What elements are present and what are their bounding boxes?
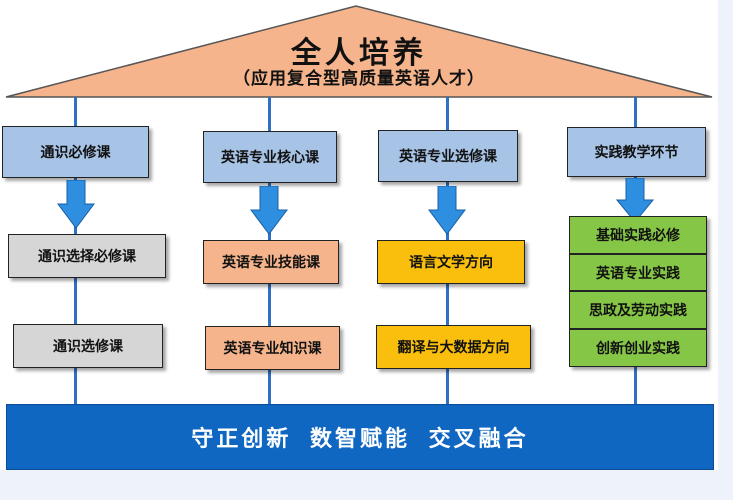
course-box: 英语专业技能课 — [203, 240, 339, 284]
roof-subtitle: （应用复合型高质量英语人才） — [233, 69, 485, 89]
course-box: 英语专业知识课 — [205, 326, 340, 370]
down-arrow-icon — [250, 186, 288, 235]
practice-box: 基础实践必修 — [569, 216, 707, 254]
column-header-english-elective: 英语专业选修课 — [378, 130, 518, 182]
column-header-general-required: 通识必修课 — [2, 126, 149, 178]
down-arrow-icon — [616, 178, 654, 223]
roof-triangle — [5, 5, 713, 98]
practice-box: 思政及劳动实践 — [569, 291, 707, 329]
practice-box: 英语专业实践 — [569, 254, 707, 291]
column-header-practice: 实践教学环节 — [567, 127, 706, 177]
course-box: 通识选择必修课 — [8, 234, 166, 278]
course-box: 翻译与大数据方向 — [376, 325, 531, 369]
practice-box: 创新创业实践 — [569, 329, 707, 367]
course-box: 语言文学方向 — [377, 240, 525, 284]
roof-title: 全人培养 — [291, 36, 427, 71]
column-header-english-core: 英语专业核心课 — [203, 131, 337, 183]
foundation-bar: 守正创新 数智赋能 交叉融合 — [6, 404, 714, 470]
course-box: 通识选修课 — [13, 324, 163, 368]
down-arrow-icon — [57, 180, 95, 229]
down-arrow-icon — [428, 186, 466, 235]
diagram-canvas: 全人培养 （应用复合型高质量英语人才） 通识必修课 通识选择必修课 通识选修课 … — [0, 0, 718, 470]
